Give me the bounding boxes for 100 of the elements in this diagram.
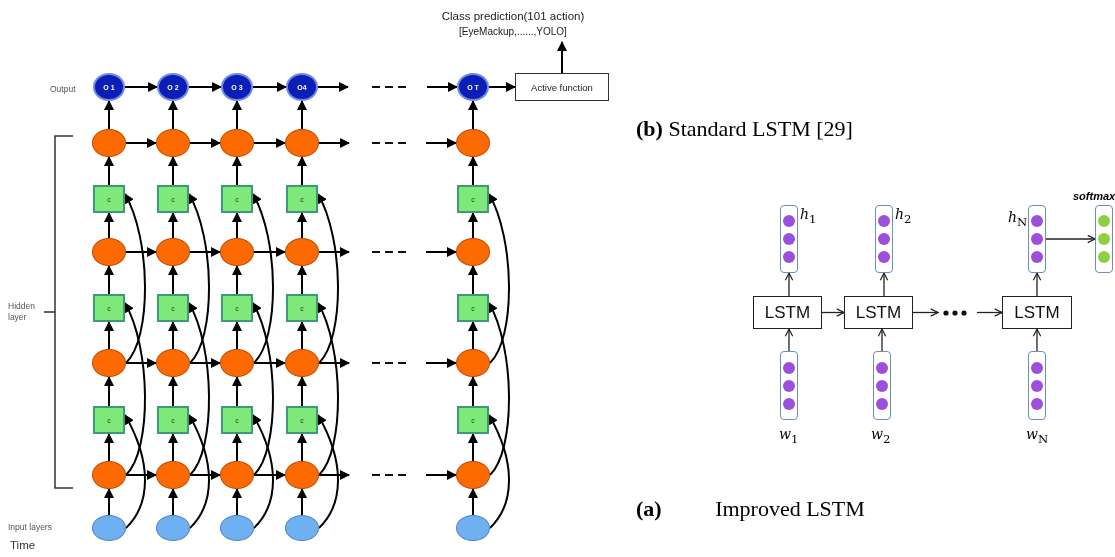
curved-arrow	[124, 302, 146, 476]
arrow	[125, 470, 157, 480]
arrow	[1032, 272, 1042, 297]
arrow	[168, 321, 178, 350]
hidden-unit-circle	[285, 461, 319, 489]
arrow	[125, 247, 157, 257]
lstm-box: LSTM	[1002, 296, 1072, 329]
vector-label: w$_{2}$	[871, 426, 891, 446]
arrow	[253, 358, 286, 368]
arrow	[1032, 328, 1042, 352]
arrow	[168, 376, 178, 407]
caption-text: (b) Standard LSTM [29]	[636, 116, 853, 142]
arrow	[232, 376, 242, 407]
arrow	[1045, 234, 1096, 244]
hidden-unit-circle	[220, 461, 254, 489]
curved-arrow	[488, 414, 510, 529]
curved-arrow	[124, 193, 146, 364]
arrow	[318, 138, 350, 148]
vector-label: h$_{N}$	[1008, 209, 1028, 229]
hidden-unit-circle	[156, 349, 190, 377]
hidden-unit-circle	[156, 238, 190, 266]
curved-arrow	[252, 414, 274, 529]
arrow	[318, 247, 350, 257]
curved-arrow	[188, 193, 210, 364]
vector-box	[875, 205, 893, 273]
arrow	[821, 308, 845, 317]
arrow	[784, 328, 794, 352]
input-unit-circle	[220, 515, 254, 541]
curved-arrow	[188, 414, 210, 529]
vector-label: h$_{1}$	[800, 206, 817, 226]
arrow	[189, 138, 221, 148]
vector-box	[1028, 205, 1046, 273]
arrow	[468, 156, 478, 186]
arrow	[168, 265, 178, 295]
vector-box	[780, 205, 798, 273]
arrow	[468, 376, 478, 407]
arrow	[425, 138, 457, 148]
arrow	[253, 247, 286, 257]
softmax-vector-box	[1095, 205, 1113, 273]
row-label: Input layers	[8, 522, 52, 532]
arrow	[168, 212, 178, 239]
arrow	[168, 433, 178, 462]
arrow	[318, 358, 350, 368]
class-list-text: [EyeMackup,......,YOLO]	[459, 25, 567, 39]
prediction-label: Class prediction(101 action)	[441, 9, 585, 24]
arrow	[232, 265, 242, 295]
input-unit-circle	[92, 515, 126, 541]
arrow	[317, 82, 349, 92]
hidden-unit-circle	[285, 349, 319, 377]
arrow	[425, 470, 457, 480]
arrow	[252, 82, 287, 92]
arrow	[877, 328, 887, 352]
arrow	[125, 138, 157, 148]
arrow	[232, 433, 242, 462]
arrow	[425, 247, 457, 257]
curved-arrow	[188, 302, 210, 476]
hidden-unit-circle	[92, 349, 126, 377]
vector-label: w$_{N}$	[1026, 426, 1049, 446]
vector-box	[1028, 351, 1046, 420]
curved-arrow	[488, 302, 510, 476]
arrow	[297, 212, 307, 239]
arrow	[104, 212, 114, 239]
curved-arrow	[252, 302, 274, 476]
caption-text: (a) Improved LSTM	[636, 496, 865, 522]
curved-arrow	[317, 414, 339, 529]
vector-box	[873, 351, 891, 420]
arrow	[168, 488, 178, 516]
hidden-unit-circle	[92, 461, 126, 489]
arrow	[232, 212, 242, 239]
arrow	[232, 100, 242, 130]
hidden-unit-circle	[285, 238, 319, 266]
arrow	[425, 358, 457, 368]
hidden-unit-circle	[220, 349, 254, 377]
arrow	[468, 488, 478, 516]
hidden-unit-circle	[220, 238, 254, 266]
hidden-unit-circle	[456, 129, 490, 157]
arrow	[976, 308, 1003, 317]
arrow	[468, 265, 478, 295]
arrow	[189, 470, 221, 480]
vector-box	[780, 351, 798, 420]
vector-label: w$_{1}$	[779, 426, 799, 446]
arrow	[168, 100, 178, 130]
arrow	[104, 156, 114, 186]
arrow	[104, 488, 114, 516]
arrow	[232, 156, 242, 186]
arrow	[468, 212, 478, 239]
arrow	[297, 488, 307, 516]
arrow	[318, 470, 350, 480]
arrow	[297, 100, 307, 130]
arrow	[104, 265, 114, 295]
softmax-label: softmax	[1073, 190, 1115, 202]
arrow	[253, 138, 286, 148]
hidden-unit-circle	[156, 461, 190, 489]
arrow	[104, 433, 114, 462]
arrow	[426, 82, 458, 92]
arrow	[557, 41, 567, 74]
hidden-unit-circle	[220, 129, 254, 157]
arrow	[297, 376, 307, 407]
hidden-unit-circle	[456, 349, 490, 377]
input-unit-circle	[285, 515, 319, 541]
